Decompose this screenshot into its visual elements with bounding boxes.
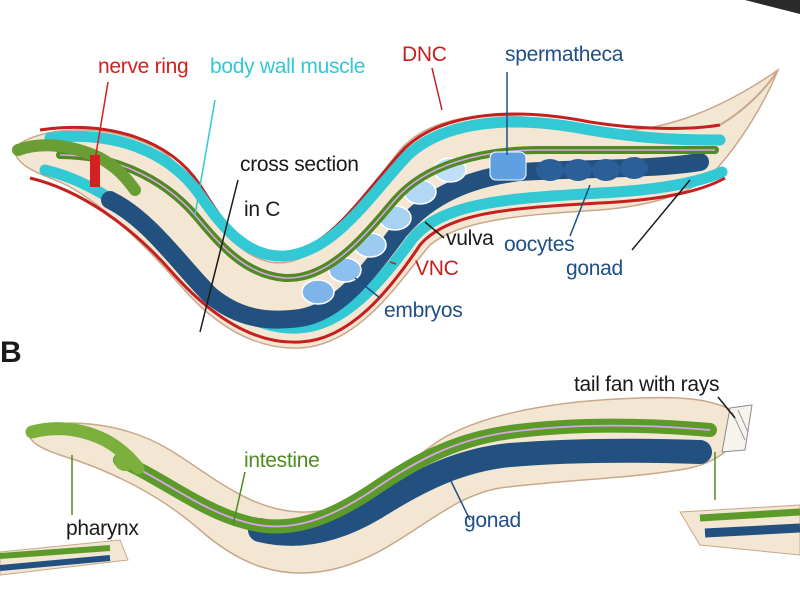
- embryos-leader: [354, 277, 381, 299]
- male-gonad: [248, 438, 712, 546]
- vulva-leader: [424, 221, 445, 239]
- gonad-a-label: gonad: [566, 257, 623, 280]
- nerve-ring-leader: [94, 81, 109, 161]
- oocytes-leader: [569, 184, 591, 237]
- body-wall-muscle-leader: [194, 99, 216, 216]
- cross-section-leader: [199, 179, 239, 333]
- panel-b-letter: B: [0, 336, 22, 369]
- intestine-label: intestine: [244, 449, 320, 472]
- tail-ray: [737, 409, 749, 433]
- dnc-label: DNC: [402, 43, 447, 66]
- cropped-inset-worms: [0, 504, 800, 576]
- inset-worm-right-gonad: [704, 523, 800, 538]
- vnc-leader: [389, 261, 397, 265]
- oocytes-cluster: [536, 157, 648, 181]
- gonad-b-leader: [447, 474, 471, 521]
- vnc-label: VNC: [415, 257, 459, 280]
- hermaphrodite-leader-lines: [94, 67, 691, 333]
- body-wall-muscle-label: body wall muscle: [210, 55, 366, 78]
- pharynx-label: pharynx: [66, 517, 139, 540]
- nerve-ring: [90, 155, 100, 187]
- spermatheca: [489, 151, 527, 181]
- inset-worm-right-intestine: [699, 508, 800, 522]
- tail-fan-leader: [717, 396, 736, 419]
- embryo: [301, 279, 335, 305]
- hermaphrodite-intestine-lumen: [59, 149, 715, 279]
- vulva-label: vulva: [446, 227, 494, 250]
- tail-fan-label: tail fan with rays: [574, 373, 720, 396]
- tail-fan: [721, 404, 753, 453]
- inset-worm-left-intestine: [0, 545, 111, 559]
- body-wall-muscle-dorsal: [44, 116, 726, 262]
- oocytes-label: oocytes: [504, 233, 575, 256]
- vnc-line: [29, 176, 726, 344]
- inset-worm-left-gonad: [0, 555, 111, 571]
- spermatheca-label: spermatheca: [505, 43, 624, 66]
- oocyte: [536, 159, 564, 181]
- hermaphrodite-tail: [719, 69, 779, 126]
- dnc-line: [39, 112, 721, 257]
- gonad-a-leader: [631, 179, 691, 251]
- nerve-ring-label: nerve ring: [98, 55, 189, 78]
- cross-section-ref-label: in C: [244, 198, 281, 221]
- male-worm: [25, 396, 753, 574]
- oocyte: [620, 157, 648, 179]
- male-intestine-lumen: [119, 424, 711, 528]
- oocyte: [592, 159, 620, 181]
- hermaphrodite-worm: [12, 67, 780, 349]
- male-leader-lines: [71, 396, 736, 526]
- oocyte: [564, 159, 592, 181]
- gonad-b-label: gonad: [464, 509, 521, 532]
- corner-fragment: [745, 0, 800, 14]
- intestine-leader: [232, 471, 246, 526]
- cross-section-label: cross section: [240, 153, 359, 176]
- dnc-leader: [431, 67, 443, 111]
- embryos-label: embryos: [384, 299, 463, 322]
- pharynx-bulb: [114, 449, 136, 471]
